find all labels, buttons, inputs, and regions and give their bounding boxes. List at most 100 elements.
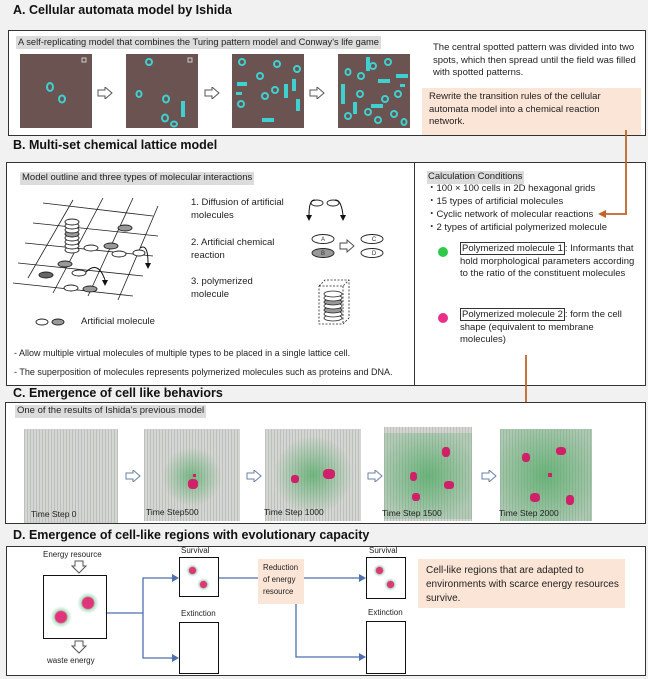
green-cloud	[384, 433, 472, 519]
ca-spots	[135, 57, 193, 128]
green-cloud	[500, 429, 592, 521]
energy-in-arrow-icon	[71, 560, 87, 574]
section-c-subtitle: One of the results of Ishida's previous …	[15, 405, 207, 418]
pink-cell	[556, 447, 566, 455]
arrowhead-icon	[172, 654, 179, 662]
polymer-1-name: Polymerized molecule 1	[460, 242, 565, 255]
polymer-2-desc: : form the cell shape (equivalent to mem…	[460, 309, 622, 345]
section-d-title: D. Emergence of cell-like regions with e…	[13, 528, 370, 542]
section-a-callout-box: Rewrite the transition rules of the cell…	[422, 88, 641, 135]
arrow-right-icon	[125, 468, 141, 484]
polymer-2-text: Polymerized molecule 2: form the cell sh…	[460, 308, 640, 347]
pink-cell	[444, 481, 454, 489]
pink-cell	[410, 472, 417, 481]
arrowhead-icon	[359, 653, 366, 661]
cell-region	[77, 592, 99, 614]
polymer-1-desc: : Informants that hold morphological par…	[460, 243, 635, 279]
arrow-right-icon	[97, 85, 113, 101]
energy-resource-label: Energy resource	[43, 550, 102, 559]
cell-region	[50, 606, 72, 628]
pink-cell	[522, 453, 530, 462]
timestep-1500-image	[384, 427, 472, 521]
section-b-left-panel: Model outline and three types of molecul…	[6, 162, 415, 386]
calculation-conditions-heading: Calculation Conditions	[427, 171, 524, 184]
model-note-1: - Allow multiple virtual molecules of mu…	[14, 348, 351, 358]
polymer-icon	[318, 279, 350, 325]
cell-region	[384, 578, 397, 591]
cell-region	[197, 578, 210, 591]
condition-polymer-types: ・2 types of artificial polymerized molec…	[427, 222, 608, 233]
ca-spots	[236, 58, 301, 122]
ca-frame-2	[126, 54, 198, 128]
section-c-panel: One of the results of Ishida's previous …	[5, 402, 646, 524]
timestep-1500-label: Time Step 1500	[382, 508, 442, 518]
ca-spots	[46, 57, 87, 104]
section-a-callout: Rewrite the transition rules of the cell…	[429, 91, 601, 127]
polymer-1-text: Polymerized molecule 1: Informants that …	[460, 242, 640, 281]
extinction-label-2: Extinction	[368, 608, 403, 617]
model-note-2: - The superposition of molecules represe…	[14, 367, 393, 377]
extinction-box-1	[179, 622, 219, 674]
survival-label-1: Survival	[181, 546, 210, 555]
waste-out-arrow-icon	[71, 640, 87, 654]
arrowhead-icon	[359, 574, 366, 582]
reaction-label-c: C	[372, 237, 377, 243]
extinction-box-2	[366, 621, 406, 674]
conclusion-box: Cell-like regions that are adapted to en…	[418, 559, 625, 608]
section-a-panel: A self-replicating model that combines t…	[8, 30, 646, 136]
molecule-legend-icons	[35, 318, 65, 326]
cell-region	[186, 564, 199, 577]
interaction-reaction-label: 2. Artificial chemical reaction	[191, 237, 275, 261]
cell-region	[373, 564, 386, 577]
reaction-label-a: A	[321, 237, 325, 243]
reaction-icon: A B C D	[311, 234, 384, 258]
condition-grid: ・100 × 100 cells in 2D hexagonal grids	[427, 183, 596, 194]
arrow-right-icon	[309, 85, 325, 101]
ca-spots	[341, 57, 408, 126]
pink-cell	[442, 447, 450, 457]
polymer-2-name: Polymerized molecule 2	[460, 308, 565, 321]
arrow-right-icon	[367, 468, 383, 484]
timestep-2000-label: Time Step 2000	[499, 508, 559, 518]
timestep-500-label: Time Step500	[146, 507, 199, 517]
ca-frame-1	[20, 54, 92, 128]
reduction-box: Reduction of energy resource	[258, 559, 304, 604]
reaction-label-b: B	[321, 251, 325, 257]
pink-cell	[412, 493, 420, 501]
pink-cell	[566, 495, 574, 505]
arrowhead-icon	[172, 574, 179, 582]
connector-b-to-c	[236, 355, 527, 409]
survival-box-2	[366, 557, 406, 599]
extinction-label-1: Extinction	[181, 609, 216, 618]
arrowhead-icon	[598, 210, 606, 218]
model-outline-heading: Model outline and three types of molecul…	[20, 172, 255, 185]
ca-frame-3	[232, 54, 304, 128]
section-b-right-panel: Calculation Conditions ・100 × 100 cells …	[414, 162, 646, 386]
arrow-right-icon	[246, 468, 262, 484]
flow-arrows	[107, 574, 366, 662]
timestep-0-image	[24, 429, 118, 523]
molecule-legend-label: Artificial molecule	[81, 316, 155, 327]
reduction-label: Reduction of energy resource	[263, 563, 299, 596]
arrow-right-icon	[481, 468, 497, 484]
interaction-polymer-label: 3. polymerized molecule	[191, 276, 253, 300]
section-a-description: The central spotted pattern was divided …	[433, 42, 636, 78]
condition-cyclic-network: ・Cyclic network of molecular reactions	[427, 209, 594, 220]
section-a-title: A. Cellular automata model by Ishida	[13, 3, 232, 17]
condition-molecule-types: ・15 types of artificial molecules	[427, 196, 564, 207]
reaction-label-d: D	[372, 251, 377, 257]
conclusion-text: Cell-like regions that are adapted to en…	[426, 565, 619, 604]
pink-dot-icon	[438, 313, 448, 323]
timestep-0-label: Time Step 0	[31, 509, 77, 519]
lattice-diagram	[13, 197, 159, 301]
diffusion-icon	[306, 199, 346, 221]
timestep-1000-label: Time Step 1000	[264, 507, 324, 517]
section-b-title: B. Multi-set chemical lattice model	[13, 138, 218, 152]
green-cloud	[162, 447, 222, 507]
initial-field-box	[43, 575, 107, 639]
pink-cell	[548, 473, 552, 477]
pink-cell	[530, 493, 540, 502]
interaction-diffusion-label: 1. Diffusion of artificial molecules	[191, 197, 284, 221]
pink-cell	[193, 474, 196, 477]
section-d-panel: Energy resource waste energy Survival Ex…	[6, 546, 646, 676]
